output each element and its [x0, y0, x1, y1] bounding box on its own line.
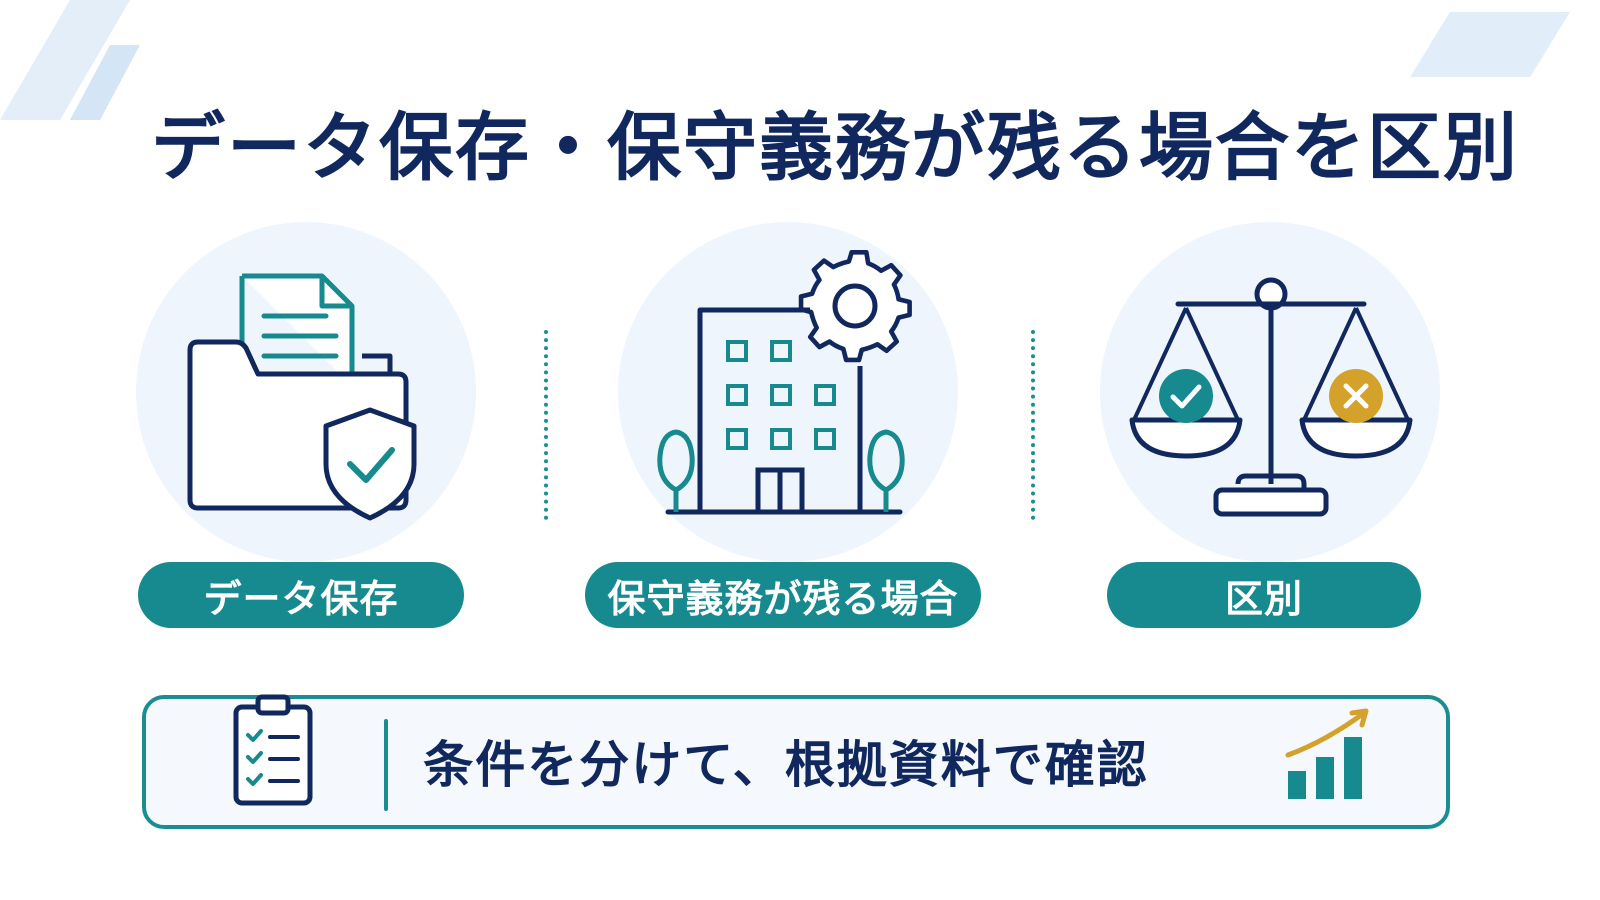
summary-banner: 条件を分けて、根拠資料で確認	[142, 694, 1450, 829]
label-pill-maintenance: 保守義務が残る場合	[585, 562, 981, 628]
growth-chart-icon	[1285, 708, 1369, 799]
banner-separator	[384, 719, 388, 811]
folder-shield-icon	[187, 273, 417, 521]
summary-text: 条件を分けて、根拠資料で確認	[423, 736, 1149, 794]
page-title: データ保存・保守義務が残る場合を区別	[151, 105, 1519, 191]
clipboard-checklist-icon	[233, 694, 313, 806]
building-gear-icon	[657, 250, 912, 515]
label-pill-distinguish: 区別	[1107, 562, 1421, 628]
dotted-divider-1	[544, 330, 548, 520]
corner-stripe-decoration-right	[1410, 12, 1570, 77]
label-pill-data-storage: データ保存	[138, 562, 464, 628]
corner-stripe-decoration-left	[0, 0, 140, 120]
dotted-divider-2	[1031, 330, 1035, 520]
balance-scale-icon	[1129, 277, 1413, 517]
